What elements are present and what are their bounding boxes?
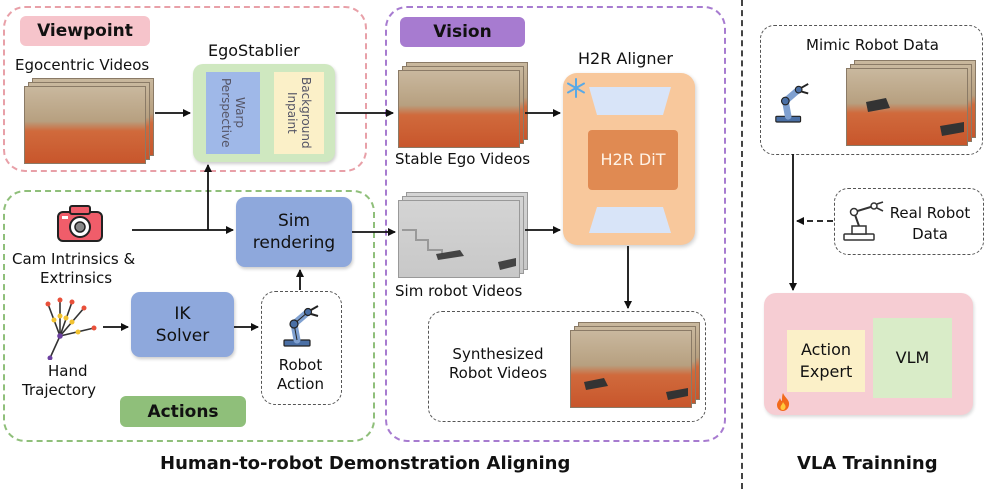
perspective-label: Perspective xyxy=(219,78,233,148)
h2r-title: H2R Aligner xyxy=(578,49,673,68)
fire-icon xyxy=(777,393,790,411)
hand-label-line2: Trajectory xyxy=(22,381,97,399)
real-robot-line2: Data xyxy=(912,225,948,243)
warp-label: Warp xyxy=(233,97,247,129)
mimic-grippers xyxy=(866,98,964,136)
robot-action-line2: Action xyxy=(277,375,324,393)
real-robot-box xyxy=(834,188,984,255)
mimic-robot-arm-icon xyxy=(775,83,809,123)
sim-robot-label: Sim robot Videos xyxy=(395,282,523,300)
hand-trajectory-icon xyxy=(45,297,97,360)
actions-tag: Actions xyxy=(120,396,246,427)
hand-label-line1: Hand xyxy=(48,362,88,380)
sim-label: Sim xyxy=(277,211,311,231)
h2r-encoder-decoder xyxy=(589,87,671,233)
caption-right: VLA Trainning xyxy=(797,453,938,474)
snowflake-icon xyxy=(567,78,585,98)
cam-label-line1: Cam Intrinsics & xyxy=(12,250,136,268)
rendering-label: rendering xyxy=(252,233,336,253)
stable-ego-frame xyxy=(398,70,520,148)
background-inpaint-block: Background Inpaint xyxy=(274,72,324,154)
action-expert-block: Action Expert xyxy=(787,330,865,392)
ik-label: IK xyxy=(174,303,191,324)
action-expert-line1: Action xyxy=(800,340,852,359)
sim-robot-grippers xyxy=(402,229,516,270)
inpaint-label: Inpaint xyxy=(285,92,299,134)
solver-label: Solver xyxy=(155,325,210,346)
egocentric-videos-label: Egocentric Videos xyxy=(15,56,150,74)
warp-perspective-block: Warp Perspective xyxy=(206,72,260,154)
robot-action-line1: Robot xyxy=(278,356,323,374)
cam-label-line2: Extrinsics xyxy=(40,269,113,287)
robot-action-box xyxy=(261,291,342,405)
mimic-robot-label: Mimic Robot Data xyxy=(806,36,939,54)
camera-icon xyxy=(57,205,103,242)
synthesized-label-line2: Robot Videos xyxy=(448,364,548,382)
separator-line xyxy=(741,0,743,489)
vision-tag: Vision xyxy=(400,17,525,47)
actions-region xyxy=(3,190,375,442)
robot-arm-icon xyxy=(283,305,319,347)
h2r-dit-block: H2R DiT xyxy=(588,130,678,190)
egostablier-title: EgoStablier xyxy=(208,41,300,60)
viewpoint-region xyxy=(3,6,367,172)
real-robot-line1: Real Robot xyxy=(889,204,971,222)
industrial-robot-icon xyxy=(843,201,884,241)
background-label: Background xyxy=(299,77,313,149)
caption-left: Human-to-robot Demonstration Aligning xyxy=(160,453,571,474)
sim-rendering-box: Sim rendering xyxy=(236,197,352,267)
ik-solver-box: IK Solver xyxy=(131,292,234,357)
vision-region xyxy=(385,6,726,442)
vlm-block: VLM xyxy=(873,318,952,398)
synthesized-label-line1: Synthesized xyxy=(452,345,544,363)
viewpoint-tag: Viewpoint xyxy=(20,16,150,46)
action-expert-line2: Expert xyxy=(799,362,853,381)
egocentric-frame xyxy=(24,86,146,164)
stable-ego-label: Stable Ego Videos xyxy=(395,150,531,168)
synthesized-grippers xyxy=(584,378,688,400)
